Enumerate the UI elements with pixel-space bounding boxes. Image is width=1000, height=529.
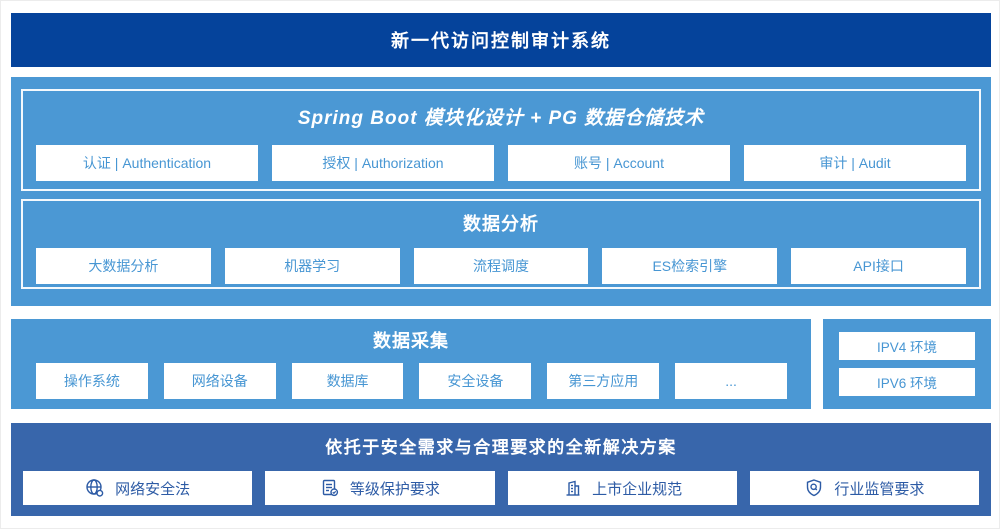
analysis-panel: 数据分析 大数据分析 机器学习 流程调度 ES检索引擎 API接口 (21, 199, 981, 289)
building-icon (562, 478, 582, 498)
modules-panel: Spring Boot 模块化设计 + PG 数据仓储技术 认证 | Authe… (21, 89, 981, 191)
solution-block: 依托于安全需求与合理要求的全新解决方案 网络安全法 (11, 423, 991, 516)
analysis-panel-title: 数据分析 (463, 214, 539, 234)
collection-box-thirdparty: 第三方应用 (547, 363, 660, 399)
shield-search-icon (804, 478, 824, 498)
solution-box-industry-regulation: 行业监管要求 (749, 471, 979, 505)
collection-box-network: 网络设备 (163, 363, 276, 399)
collection-box-security: 安全设备 (419, 363, 532, 399)
analysis-box-es: ES检索引擎 (602, 248, 778, 284)
collection-block: 数据采集 操作系统 网络设备 数据库 安全设备 第三方应用 ... (11, 319, 811, 409)
solution-label: 上市企业规范 (592, 480, 683, 498)
collection-box-database: 数据库 (291, 363, 404, 399)
module-box-account: 账号 | Account (508, 145, 730, 181)
collection-row: 操作系统 网络设备 数据库 安全设备 第三方应用 ... (11, 363, 811, 399)
solution-label: 网络安全法 (115, 480, 191, 498)
collection-box-more: ... (675, 363, 787, 399)
solution-label: 行业监管要求 (834, 480, 925, 498)
solution-box-classified-protection: 等级保护要求 (265, 471, 495, 505)
analysis-box-ml: 机器学习 (224, 248, 400, 284)
platform-block: Spring Boot 模块化设计 + PG 数据仓储技术 认证 | Authe… (11, 77, 991, 306)
system-title: 新一代访问控制审计系统 (391, 31, 611, 51)
env-box-ipv4: IPV4 环境 (839, 332, 975, 360)
analysis-row: 大数据分析 机器学习 流程调度 ES检索引擎 API接口 (23, 248, 979, 284)
analysis-box-workflow: 流程调度 (413, 248, 589, 284)
solution-box-listed-company: 上市企业规范 (507, 471, 737, 505)
modules-row: 认证 | Authentication 授权 | Authorization 账… (23, 145, 979, 181)
collection-title: 数据采集 (373, 331, 449, 351)
module-box-authentication: 认证 | Authentication (36, 145, 258, 181)
environments-block: IPV4 环境 IPV6 环境 (823, 319, 991, 409)
solution-row: 网络安全法 等级保护要求 (11, 471, 991, 505)
system-title-banner: 新一代访问控制审计系统 (11, 13, 991, 67)
modules-panel-title: Spring Boot 模块化设计 + PG 数据仓储技术 (297, 108, 705, 129)
solution-box-cybersecurity-law: 网络安全法 (23, 471, 253, 505)
solution-label: 等级保护要求 (349, 480, 440, 498)
module-box-authorization: 授权 | Authorization (272, 145, 494, 181)
env-box-ipv6: IPV6 环境 (839, 368, 975, 396)
collection-box-os: 操作系统 (36, 363, 148, 399)
document-check-icon (320, 478, 340, 498)
analysis-box-bigdata: 大数据分析 (36, 248, 211, 284)
globe-icon (85, 478, 105, 498)
module-box-audit: 审计 | Audit (744, 145, 966, 181)
analysis-box-api: API接口 (791, 248, 966, 284)
solution-title: 依托于安全需求与合理要求的全新解决方案 (325, 438, 677, 457)
